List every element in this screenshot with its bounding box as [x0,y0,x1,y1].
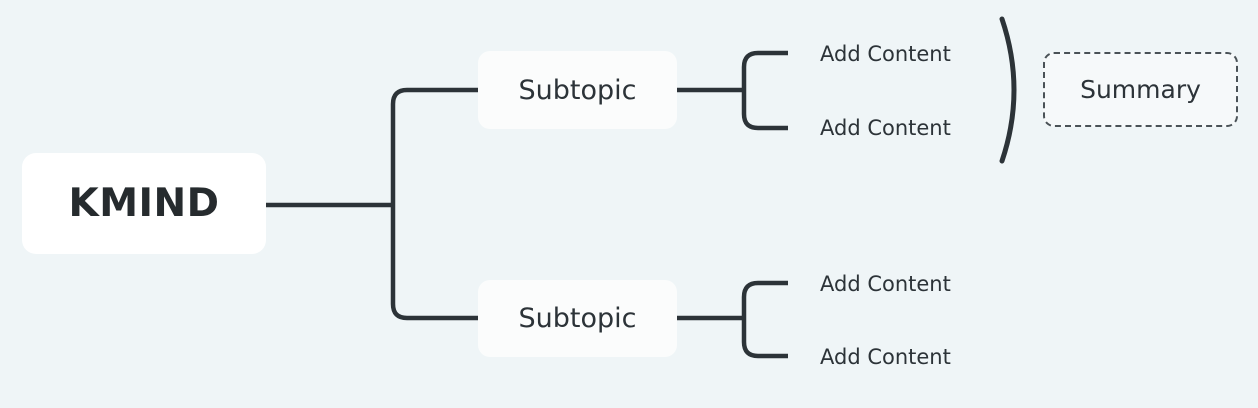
subtopic-node-2-label: Subtopic [518,303,637,334]
edge-fork-top-leaf-a [741,50,788,90]
root-node[interactable]: KMIND [22,153,266,254]
edge-trunk-subtopic-bottom [390,205,478,321]
add-content-node-3-label: Add Content [820,272,951,296]
subtopic-node-1-label: Subtopic [518,74,637,106]
add-content-node-2[interactable]: Add Content [820,113,951,143]
summary-brace-icon [999,16,1017,164]
add-content-node-4-label: Add Content [820,345,951,369]
subtopic-node-1[interactable]: Subtopic [478,51,677,129]
add-content-node-2-label: Add Content [820,116,951,140]
add-content-node-3[interactable]: Add Content [820,269,951,299]
edge-fork-bottom-leaf-c [741,280,788,318]
edge-fork-bottom-leaf-d [741,318,788,359]
summary-node[interactable]: Summary [1043,52,1238,127]
add-content-node-1-label: Add Content [820,42,951,66]
subtopic-node-2[interactable]: Subtopic [478,280,677,357]
root-node-label: KMIND [68,181,220,226]
add-content-node-1[interactable]: Add Content [820,39,951,69]
add-content-node-4[interactable]: Add Content [820,342,951,372]
summary-node-label: Summary [1080,75,1201,104]
edge-fork-top-leaf-b [741,90,788,131]
edge-trunk-subtopic-top [390,87,478,205]
